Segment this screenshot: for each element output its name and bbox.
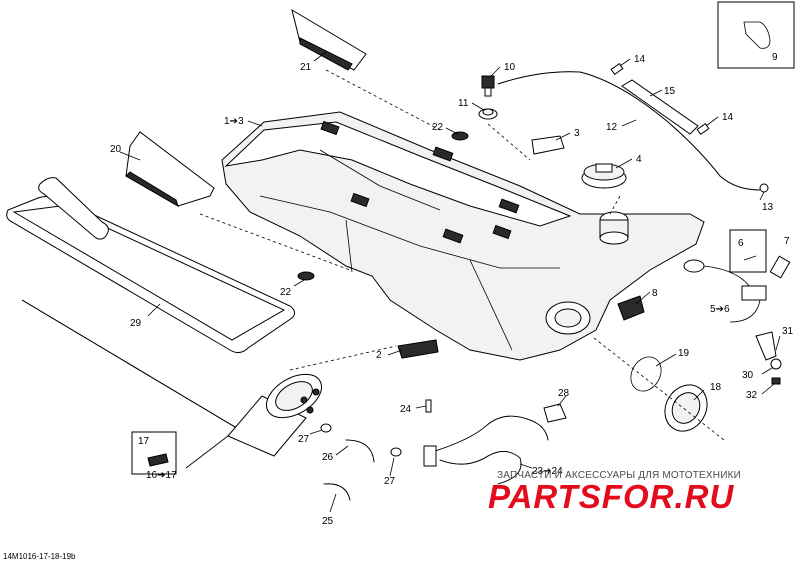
callout-31: 31 — [782, 326, 794, 337]
part-clip-14 — [610, 62, 710, 136]
part-hose-26 — [345, 439, 375, 463]
part-hose-15 — [621, 79, 699, 135]
callout-27b: 27 — [384, 476, 396, 487]
callout-24: 24 — [400, 404, 412, 415]
callout-16: 16➔17 — [146, 470, 177, 481]
part-fuel-cap-4 — [581, 163, 627, 189]
part-valve-10 — [481, 75, 495, 97]
callout-27a: 27 — [298, 434, 310, 445]
part-grommet-11 — [478, 108, 498, 120]
part-bracket-3 — [531, 135, 565, 155]
part-6-box — [729, 229, 767, 273]
callout-12: 12 — [606, 122, 618, 133]
callout-4: 4 — [636, 154, 642, 165]
part-ring-8 — [617, 295, 645, 321]
callout-20: 20 — [110, 144, 122, 155]
part-7 — [769, 255, 791, 279]
callout-2: 2 — [376, 350, 382, 361]
callout-13: 13 — [762, 202, 774, 213]
callout-7: 7 — [784, 236, 790, 247]
part-strip-29 — [6, 177, 296, 354]
callout-14b: 14 — [722, 112, 734, 123]
callout-1: 1➔3 — [224, 116, 244, 127]
callout-11: 11 — [458, 98, 469, 109]
part-fitting-13 — [759, 183, 769, 193]
callout-15: 15 — [664, 86, 676, 97]
part-9-box — [717, 1, 795, 69]
part-grommet-22 — [297, 131, 469, 281]
part-vent-line-12 — [497, 71, 761, 191]
callout-32: 32 — [746, 390, 758, 401]
part-pad-20 — [125, 131, 215, 208]
part-sensor-5 — [683, 259, 767, 323]
callout-8: 8 — [652, 288, 658, 299]
part-fuel-tank-1 — [221, 111, 705, 361]
callout-19: 19 — [678, 348, 690, 359]
callout-21: 21 — [300, 62, 312, 73]
callout-22a: 22 — [432, 122, 444, 133]
part-hose-25 — [323, 483, 351, 501]
part-fuel-pump-16 — [21, 299, 322, 457]
drawing-code: 14M1016-17-18-19b — [3, 552, 76, 561]
callout-30: 30 — [742, 370, 754, 381]
part-panel-21 — [291, 8, 367, 71]
callout-18: 18 — [710, 382, 722, 393]
callout-17: 17 — [138, 436, 150, 447]
callout-9: 9 — [772, 52, 778, 63]
part-hose-assembly-23 — [423, 403, 567, 485]
leader-lines — [119, 51, 781, 513]
callout-29: 29 — [130, 318, 142, 329]
part-lock-ring-18 — [664, 384, 708, 432]
part-clamp-27 — [320, 423, 402, 457]
callout-10: 10 — [504, 62, 516, 73]
callout-5: 5➔6 — [710, 304, 730, 315]
part-17-box — [131, 431, 177, 475]
callout-25: 25 — [322, 516, 334, 527]
watermark-logo: PARTSFOR.RU — [488, 478, 735, 515]
callout-6: 6 — [738, 238, 744, 249]
watermark-tagline: ЗАПЧАСТИ И АКСЕССУАРЫ ДЛЯ МОТОТЕХНИКИ — [497, 470, 742, 481]
callout-22b: 22 — [280, 287, 292, 298]
callout-28: 28 — [558, 388, 570, 399]
callout-3: 3 — [574, 128, 580, 139]
part-pad-2 — [397, 339, 439, 359]
callout-26: 26 — [322, 452, 334, 463]
part-seal-19 — [630, 356, 662, 392]
callout-14a: 14 — [634, 54, 646, 65]
callout-23: 23➔24 — [532, 466, 563, 477]
part-bracket-31 — [755, 331, 782, 385]
callout-labels: 1➔3 2 3 4 5➔6 6 7 8 9 10 11 12 13 14 14 … — [110, 52, 794, 527]
part-clamp-24 — [425, 399, 432, 413]
